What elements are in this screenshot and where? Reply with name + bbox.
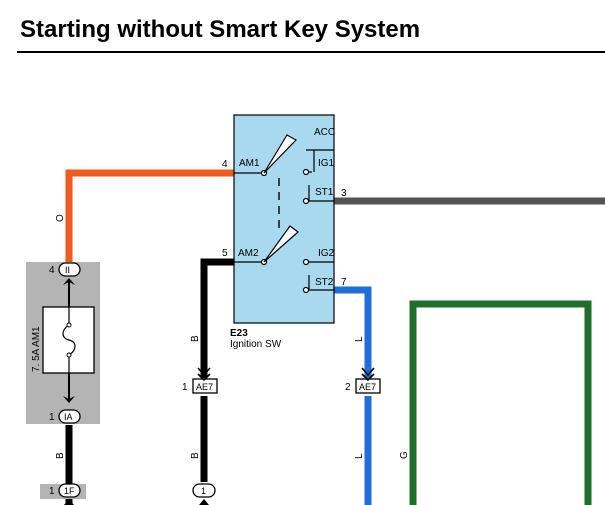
wire-label-blue-lower: L <box>354 453 365 459</box>
acc-label: ACC <box>314 127 335 138</box>
pin-am1: 4 <box>222 159 228 170</box>
connector-1f-label: 1F <box>64 486 75 496</box>
green-wire <box>409 300 592 505</box>
wire-label-green: G <box>399 451 410 459</box>
ae7-right-arrow <box>361 367 375 382</box>
fuse-wire-s <box>62 324 76 356</box>
ig2-label: IG2 <box>318 248 335 259</box>
connector-1f-pin: 1 <box>49 486 55 497</box>
am1-label: AM1 <box>239 158 260 169</box>
blue-wire-st2 <box>334 286 372 378</box>
fuse-top-connector <box>58 262 81 277</box>
ae7-right-pin: 2 <box>345 382 351 393</box>
connector-bottom-mid <box>192 483 216 498</box>
ae7-left-arrow <box>197 367 211 382</box>
connector-bottom-mid-arrow <box>199 499 209 505</box>
ae7-left-label: AE7 <box>196 382 213 392</box>
switch-ref: E23 <box>230 328 248 339</box>
switch-name: Ignition SW <box>230 339 282 350</box>
fuse-label: 7. 5A AM1 <box>31 326 42 372</box>
pin-st2: 7 <box>341 277 347 288</box>
am2-label: AM2 <box>238 248 259 259</box>
connector-1f <box>58 483 81 498</box>
ae7-left-pin: 1 <box>182 382 188 393</box>
fuse-top-pin: 4 <box>49 265 55 276</box>
fuse-top-connector-label: II <box>65 265 70 275</box>
wire-label-blue-upper: L <box>354 336 365 342</box>
fuse-node-bottom <box>66 352 72 358</box>
orange-wire <box>65 169 234 262</box>
black-wire-am2 <box>200 258 234 378</box>
ig1-contact <box>302 168 310 176</box>
wire-label-black-mid-lower: B <box>190 452 201 459</box>
wire-label-black-left-upper: B <box>55 452 66 459</box>
am2-blade <box>263 225 299 263</box>
st1-contact <box>302 197 310 205</box>
connector-1f-arrow <box>64 499 74 505</box>
st2-label: ST2 <box>315 277 334 288</box>
page-title: Starting without Smart Key System <box>20 16 421 43</box>
fuse-bottom-pin: 1 <box>49 412 55 423</box>
st1-label: ST1 <box>315 187 334 198</box>
ig1-label: IG1 <box>318 158 335 169</box>
st2-contact <box>302 286 310 294</box>
am1-blade <box>263 134 297 174</box>
pin-st1: 3 <box>341 188 347 199</box>
ig2-contact <box>302 258 310 266</box>
fuse-node-top <box>66 322 72 328</box>
connector-bottom-mid-label: 1 <box>201 486 206 496</box>
fuse-bottom-connector <box>58 409 81 424</box>
ae7-right-label: AE7 <box>359 382 376 392</box>
wire-label-black-mid-upper: B <box>190 335 201 342</box>
pin-am2: 5 <box>222 248 228 259</box>
title-underline <box>17 51 605 53</box>
wire-label-orange: O <box>55 214 66 222</box>
fuse-bottom-connector-label: IA <box>64 412 73 422</box>
